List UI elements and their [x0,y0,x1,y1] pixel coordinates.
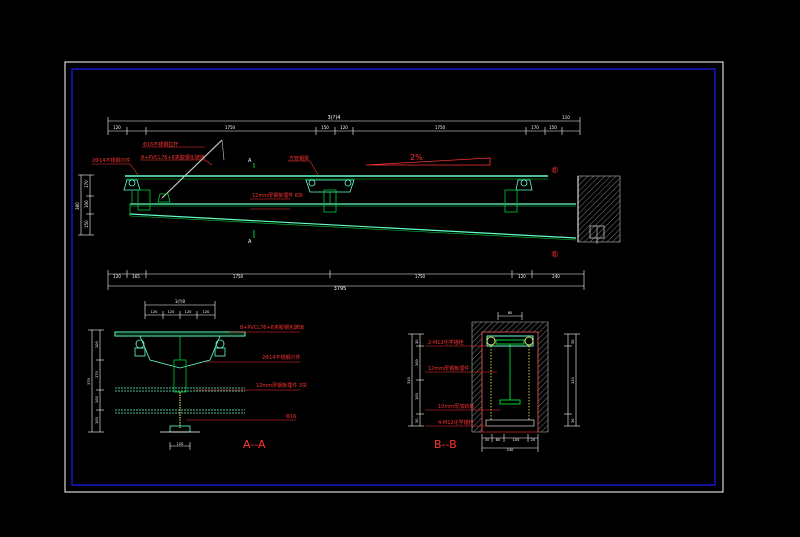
aa-note-2: 2Φ14不锈钢爪件 [262,354,300,361]
bb-note-3: 10mm厚加劲板 [438,403,474,410]
bb-top-dim: 80 [508,311,512,315]
aa-top-3: 120 [185,310,192,314]
bb-left-4: 30 [415,419,419,423]
bb-left-2: 100 [415,359,419,366]
bottom-seg-3: 1750 [233,274,244,279]
tension-rod [161,139,223,199]
plate-note: 12mm厚钢板埋件 6块 [252,192,303,199]
spider-fitting-3 [504,179,533,213]
beam-note: 方管钢梁 [289,155,309,162]
rod-note: Φ16不锈钢拉杆 [143,141,178,148]
section-a-top: A [248,158,252,164]
spider-fitting-2 [305,179,355,213]
bottom-seg-1: 120 [113,274,121,279]
outer-frame [64,61,724,493]
bottom-overall: 3795 [334,286,347,292]
top-seg-3: 150 [321,125,329,130]
bb-left-3: 100 [415,393,419,400]
top-overall-dim: 3(?)4 [328,115,341,121]
bb-left-total: 310 [407,377,411,384]
bottom-seg-5: 120 [518,274,526,279]
bb-bottom-4: 20 [531,438,535,442]
top-seg-1: 120 [113,125,121,130]
bb-right-2: 120 [571,377,575,384]
bracket-note: 2Φ14不锈钢爪件 [92,157,130,164]
bb-note-2: 12mm厚钢板埋件 [428,365,469,372]
aa-left-total: 370 [87,378,91,385]
section-b-top: B [553,168,557,174]
bb-bottom-2: 80 [496,438,500,442]
bb-left-1: 30 [415,340,419,344]
aa-top-1: 120 [151,310,158,314]
wall-hatch [577,175,621,243]
bb-bottom-1: 30 [485,438,489,442]
aa-note-1: 8+PVCL76+8夹胶钢化玻璃 [240,324,304,331]
top-seg-2: 1750 [225,125,236,130]
slope-label: 2% [410,153,423,162]
section-bb: 80 30 100 100 30 310 [407,311,580,452]
section-aa-title: A--A [243,438,266,451]
bottom-seg-6: 240 [552,274,560,279]
top-seg-5: 1750 [435,125,446,130]
bb-right-1: 30 [571,340,575,344]
aa-left-3: 100 [95,396,99,403]
aa-top-2: 120 [168,310,175,314]
bottom-seg-4: 1750 [415,274,426,279]
glass-canopy [125,139,577,241]
elevation-view: 3(?)4 120 1750 150 120 1750 170 150 110 … [75,115,621,292]
aa-note-3: 12mm厚钢板埋件 3块 [256,382,307,389]
bb-bottom-total: 240 [507,448,514,452]
glass-note: 8+PVCL76+8夹胶钢化玻璃 [141,154,205,161]
top-dimension-chain [107,117,581,135]
top-seg-7: 150 [549,125,557,130]
aa-note-4: Φ16 [286,414,296,420]
top-seg-4: 120 [340,125,348,130]
aa-top-total: 1(?)0 [175,299,186,304]
section-aa: 1(?)0 120 120 120 120 [87,299,307,451]
left-h-1: 170 [84,180,89,188]
aa-left-2: 170 [95,371,99,378]
bottom-seg-2: 165 [132,274,140,279]
aa-left-4: 100 [95,417,99,424]
section-a-bottom: A [248,239,252,245]
bb-note-1: 2-M12化学锚栓 [428,339,464,346]
section-b-bottom: B [553,252,557,258]
spider-fitting-1 [123,179,151,211]
slope-arrow [365,157,491,166]
bb-note-4: 4-M12化学锚栓 [438,419,474,426]
bb-bottom-3: 100 [513,438,520,442]
left-h-3: 150 [84,220,89,228]
bb-right-3: 30 [571,419,575,423]
left-total: 380 [75,202,80,210]
aa-bottom: 120 [177,442,184,446]
aa-left-1: 100 [95,341,99,348]
left-h-2: 100 [84,200,89,208]
section-bb-title: B--B [434,438,457,451]
top-seg-8: 110 [562,115,570,120]
aa-top-4: 120 [203,310,210,314]
top-seg-6: 170 [531,125,539,130]
inner-frame [71,68,716,486]
